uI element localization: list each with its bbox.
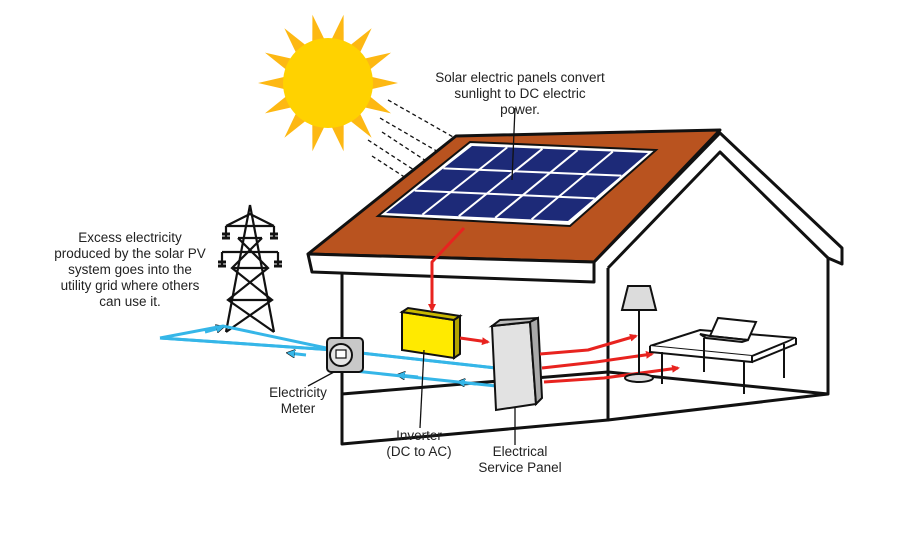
sun-ray	[284, 28, 306, 53]
electricity-meter-icon	[326, 337, 364, 373]
sun-icon	[258, 14, 398, 152]
label-service-panel: Electrical Service Panel	[478, 444, 562, 475]
sun-ray	[350, 113, 372, 138]
sun-ray	[364, 96, 392, 114]
sun-ray	[331, 124, 344, 152]
label-inverter: Inverter (DC to AC)	[386, 428, 452, 459]
panel-grid-line	[530, 150, 614, 221]
sun-ray	[371, 76, 398, 90]
panel-grid-line	[421, 146, 508, 216]
sun-ray	[350, 28, 372, 53]
panel-grid-line	[443, 167, 622, 177]
sun-ray	[258, 76, 285, 90]
sun-ray	[364, 52, 392, 70]
sun-ray	[264, 96, 292, 114]
label-electricity-meter: Electricity Meter	[269, 385, 327, 416]
sun-ray	[312, 124, 325, 152]
solar-panel	[375, 140, 659, 228]
label-solar-panels: Solar electric panels convert sunlight t…	[435, 70, 605, 117]
sun-ray	[284, 113, 306, 138]
power-flow-lines	[428, 226, 680, 384]
panel-grid-line	[458, 148, 544, 217]
utility-tower-icon	[218, 204, 282, 333]
sun-ray	[264, 52, 292, 70]
desk-with-laptop-icon	[649, 316, 797, 394]
sun-ray	[312, 14, 325, 42]
floor-lamp-icon	[620, 285, 658, 383]
label-utility-grid: Excess electricity produced by the solar…	[54, 230, 206, 309]
inverter-icon	[399, 306, 463, 360]
service-panel-icon	[488, 316, 544, 412]
sun-ray	[331, 14, 344, 42]
panel-grid-line	[494, 149, 579, 219]
panel-grid-line	[414, 189, 595, 200]
